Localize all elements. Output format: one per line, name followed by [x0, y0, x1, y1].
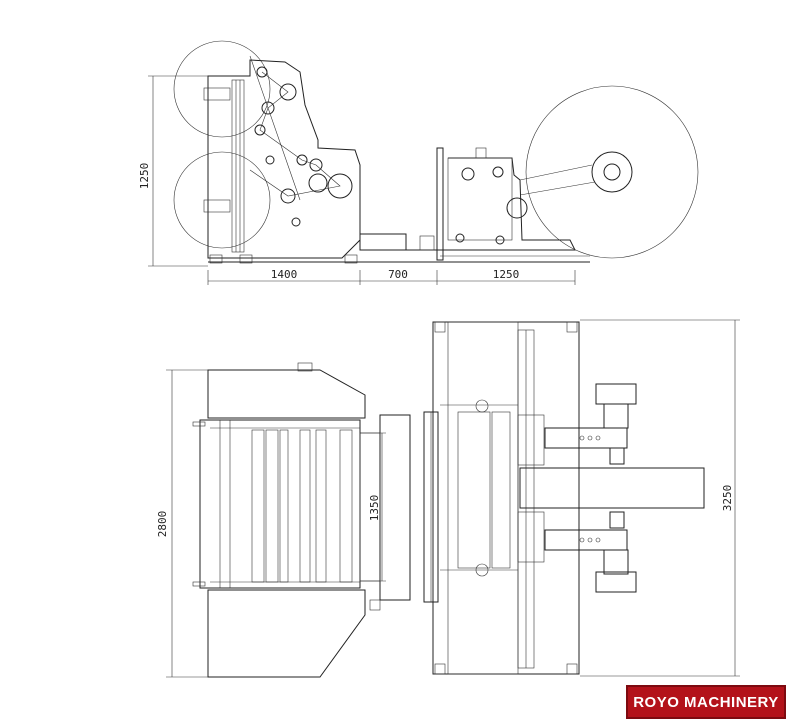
dim-side-left: 1400: [271, 268, 298, 281]
top-view-left-dimensions: 2800 1350: [156, 369, 386, 678]
top-view-right-dimensions: 3250: [580, 319, 740, 677]
top-view-rewind: [423, 321, 705, 675]
dim-inner-width: 1350: [368, 495, 381, 522]
brand-label: ROYO MACHINERY: [633, 693, 779, 711]
dim-side-right: 1250: [493, 268, 520, 281]
dim-right-height: 3250: [721, 485, 734, 512]
side-view-dimensions: 1250 1400 700 1250: [138, 75, 576, 285]
dim-left-height: 2800: [156, 511, 169, 538]
dim-side-height: 1250: [138, 163, 151, 190]
dim-side-middle: 700: [388, 268, 408, 281]
brand-logo: ROYO MACHINERY: [626, 685, 786, 719]
side-view: [173, 40, 699, 264]
